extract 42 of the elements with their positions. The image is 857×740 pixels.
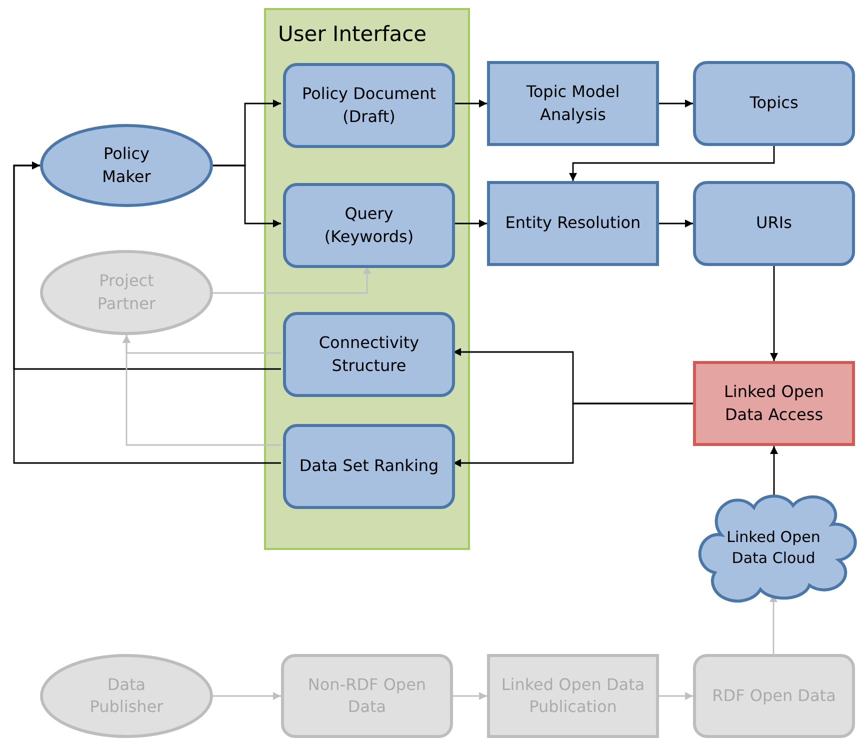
node-label: Linked Open Data Cloud <box>726 526 822 568</box>
arrow <box>453 100 487 108</box>
node-label: Topic Model Analysis <box>525 81 621 126</box>
node-label: Topics <box>748 92 800 114</box>
node-label: URIs <box>755 212 793 234</box>
panel-heading: User Interface <box>277 21 428 48</box>
process-box <box>487 654 659 738</box>
process-box <box>487 61 659 146</box>
actor-ellipse <box>40 250 213 335</box>
node-label: Query (Keywords) <box>323 203 415 248</box>
node-label: Policy Maker <box>101 143 152 188</box>
arrow <box>453 402 693 467</box>
arrow <box>569 146 775 181</box>
data-box <box>281 654 453 738</box>
data-box <box>693 654 855 738</box>
node-label: Entity Resolution <box>504 212 642 234</box>
process-box <box>693 361 855 446</box>
arrow <box>213 164 281 228</box>
arrow <box>770 266 778 361</box>
arrow <box>122 335 281 446</box>
node-label: Data Set Ranking <box>298 455 440 478</box>
node-label: Connectivity Structure <box>318 332 420 376</box>
arrow <box>453 692 487 700</box>
node-label: Policy Document (Draft) <box>301 83 437 128</box>
process-box <box>283 63 455 148</box>
data-box <box>693 181 855 266</box>
process-box <box>283 312 455 397</box>
arrow <box>659 692 693 700</box>
arrow <box>659 100 693 108</box>
arrow <box>453 220 487 228</box>
arrow <box>213 692 281 700</box>
interface-panel <box>264 8 470 550</box>
actor-ellipse <box>40 124 213 207</box>
node-label: Linked Open Data Access <box>722 381 825 426</box>
process-box <box>283 424 455 509</box>
arrow <box>659 220 693 228</box>
arrow <box>13 162 281 464</box>
data-box <box>693 61 855 146</box>
process-box <box>487 181 659 266</box>
actor-ellipse <box>40 654 213 738</box>
arrow <box>213 266 371 294</box>
process-box <box>283 183 455 268</box>
